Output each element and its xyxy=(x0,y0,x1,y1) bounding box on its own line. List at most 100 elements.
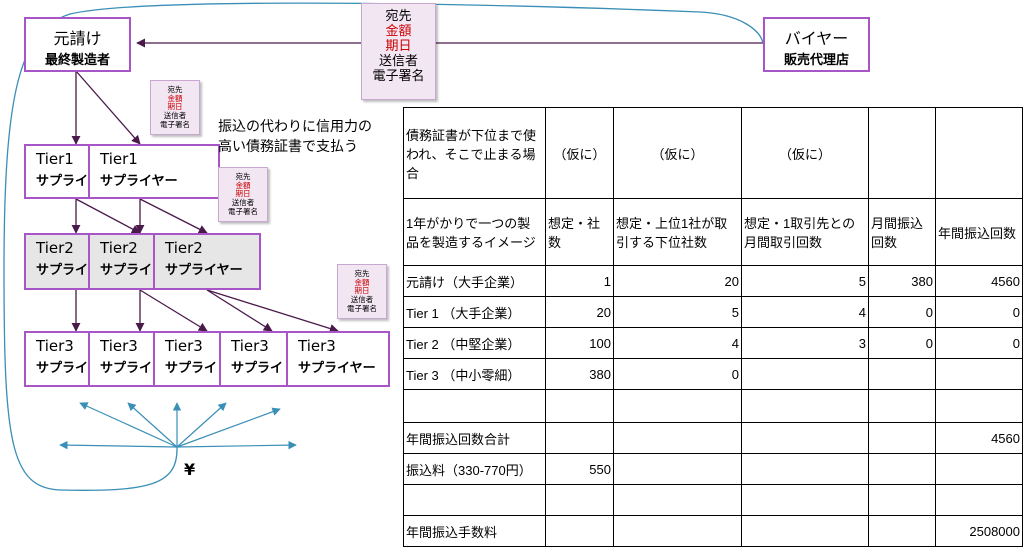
tier3-title: Tier3 xyxy=(298,337,336,355)
yen-fan-arrow xyxy=(176,402,227,448)
tier1-to-tier2-arrow xyxy=(139,198,208,234)
table-cell xyxy=(613,389,742,423)
debt-certificate-document: 宛先 金額 期日 送信者 電子署名 xyxy=(361,3,436,100)
table-cell: 550 xyxy=(545,453,614,485)
doc-recipient: 宛先 xyxy=(385,9,412,24)
doc-amount: 金額 xyxy=(385,23,412,39)
table-row: 年間振込手数料 2508000 xyxy=(403,515,1023,547)
tier2-to-tier3-arrow xyxy=(206,289,273,332)
yen-fan-arrow xyxy=(59,440,178,450)
tier3-title: Tier3 xyxy=(231,337,269,355)
table-cell xyxy=(741,453,869,485)
table-cell: 4560 xyxy=(935,422,1023,454)
table-cell: 5 xyxy=(613,296,742,328)
doc-due-date: 期日 xyxy=(235,189,251,199)
tier3-subtitle: サプライ xyxy=(100,361,153,376)
doc-due-date: 期日 xyxy=(354,286,370,296)
table-row: Tier 3 （中小零細） 380 0 xyxy=(403,358,1023,390)
table-row: 1年がかりで一つの製品を製造するイメージ 想定・社数 想定・上位1社が取引する下… xyxy=(403,198,1023,266)
table-row: 振込料（330-770円） 550 xyxy=(403,453,1023,485)
table-cell: 想定・社数 xyxy=(545,198,614,266)
table-cell xyxy=(741,389,869,423)
doc-sender: 送信者 xyxy=(231,197,255,207)
table-cell: 月間振込回数 xyxy=(868,198,936,266)
table-cell: （仮に） xyxy=(613,107,742,199)
oem-title: 元請け xyxy=(53,29,102,48)
table-cell xyxy=(935,107,1023,199)
table-cell xyxy=(868,389,936,423)
tier2-title: Tier2 xyxy=(36,239,74,257)
tier1-title: Tier1 xyxy=(100,150,138,168)
doc-amount: 金額 xyxy=(354,277,370,287)
table-cell xyxy=(403,484,546,516)
yen-fan-arrow xyxy=(79,402,178,448)
table-cell: 380 xyxy=(545,358,614,390)
table-cell xyxy=(545,422,614,454)
table-cell xyxy=(613,484,742,516)
table-cell xyxy=(741,358,869,390)
table-cell xyxy=(868,453,936,485)
table-row xyxy=(403,389,1023,423)
table-cell: 0 xyxy=(613,358,742,390)
table-cell xyxy=(868,484,936,516)
tier1-box: Tier1 サプライヤー xyxy=(88,144,220,199)
table-cell xyxy=(741,484,869,516)
tier3-box: Tier3 サプライヤー xyxy=(286,331,390,387)
table-cell: 振込料（330-770円） xyxy=(403,453,546,485)
tier3-subtitle: サプライヤー xyxy=(298,361,376,376)
table-row: 債務証書が下位まで使われ、そこで止まる場合 （仮に） （仮に） （仮に） xyxy=(403,107,1023,199)
table-cell: 4560 xyxy=(935,265,1023,297)
table-cell: 4 xyxy=(741,296,869,328)
transfer-fee-table: 債務証書が下位まで使われ、そこで止まる場合 （仮に） （仮に） （仮に） 1年が… xyxy=(403,107,1023,547)
doc-signature: 電子署名 xyxy=(160,119,190,129)
oem-box: 元請け 最終製造者 xyxy=(24,17,131,72)
tier2-subtitle: サプライヤー xyxy=(165,263,243,278)
table-row: Tier 2 （中堅企業） 100 4 3 0 0 xyxy=(403,327,1023,359)
table-row xyxy=(403,484,1023,516)
oem-subtitle: 最終製造者 xyxy=(44,53,110,68)
yen-fan-arrow xyxy=(176,407,281,448)
doc-recipient: 宛先 xyxy=(167,85,183,94)
tier2-title: Tier2 xyxy=(100,239,138,257)
buyer-subtitle: 販売代理店 xyxy=(783,53,849,68)
tier3-subtitle: サプライ xyxy=(36,361,89,376)
table-cell: 0 xyxy=(868,327,936,359)
doc-recipient: 宛先 xyxy=(235,172,251,181)
table-cell: 1年がかりで一つの製品を製造するイメージ xyxy=(403,198,546,266)
tier1-title: Tier1 xyxy=(36,150,74,168)
table-cell xyxy=(935,389,1023,423)
buyer-box: バイヤー 販売代理店 xyxy=(763,17,870,72)
table-cell xyxy=(868,358,936,390)
table-cell xyxy=(935,453,1023,485)
table-cell: 4 xyxy=(613,327,742,359)
doc-recipient: 宛先 xyxy=(354,269,370,278)
payment-note: 振込の代わりに信用力の 高い債務証書で支払う xyxy=(218,117,372,157)
table-cell xyxy=(545,389,614,423)
table-cell xyxy=(613,515,742,547)
table-cell: 1 xyxy=(545,265,614,297)
table-cell: 年間振込回数合計 xyxy=(403,422,546,454)
debt-certificate-document: 宛先 金額 期日 送信者 電子署名 xyxy=(218,167,268,222)
table-cell: Tier 2 （中堅企業） xyxy=(403,327,546,359)
tier3-title: Tier3 xyxy=(165,337,203,355)
table-cell: 想定・1取引先との月間取引回数 xyxy=(741,198,869,266)
tier3-subtitle: サプライ xyxy=(165,361,218,376)
table-cell: 0 xyxy=(935,296,1023,328)
table-cell: 3 xyxy=(741,327,869,359)
table-cell xyxy=(741,515,869,547)
yen-fan-arrow xyxy=(127,402,178,448)
doc-sender: 送信者 xyxy=(350,294,374,304)
table-cell: 0 xyxy=(868,296,936,328)
table-cell: 元請け（大手企業） xyxy=(403,265,546,297)
tier2-title: Tier2 xyxy=(165,239,203,257)
tier2-to-tier3-arrow xyxy=(206,289,339,333)
tier1-subtitle: サプライ xyxy=(36,174,89,189)
table-cell xyxy=(868,107,936,199)
doc-amount: 金額 xyxy=(167,93,183,103)
table-cell xyxy=(545,515,614,547)
tier1-subtitle: サプライヤー xyxy=(100,174,178,189)
table-cell xyxy=(868,515,936,547)
buyer-title: バイヤー xyxy=(784,29,849,48)
doc-sender: 送信者 xyxy=(163,110,187,120)
table-cell: （仮に） xyxy=(741,107,869,199)
